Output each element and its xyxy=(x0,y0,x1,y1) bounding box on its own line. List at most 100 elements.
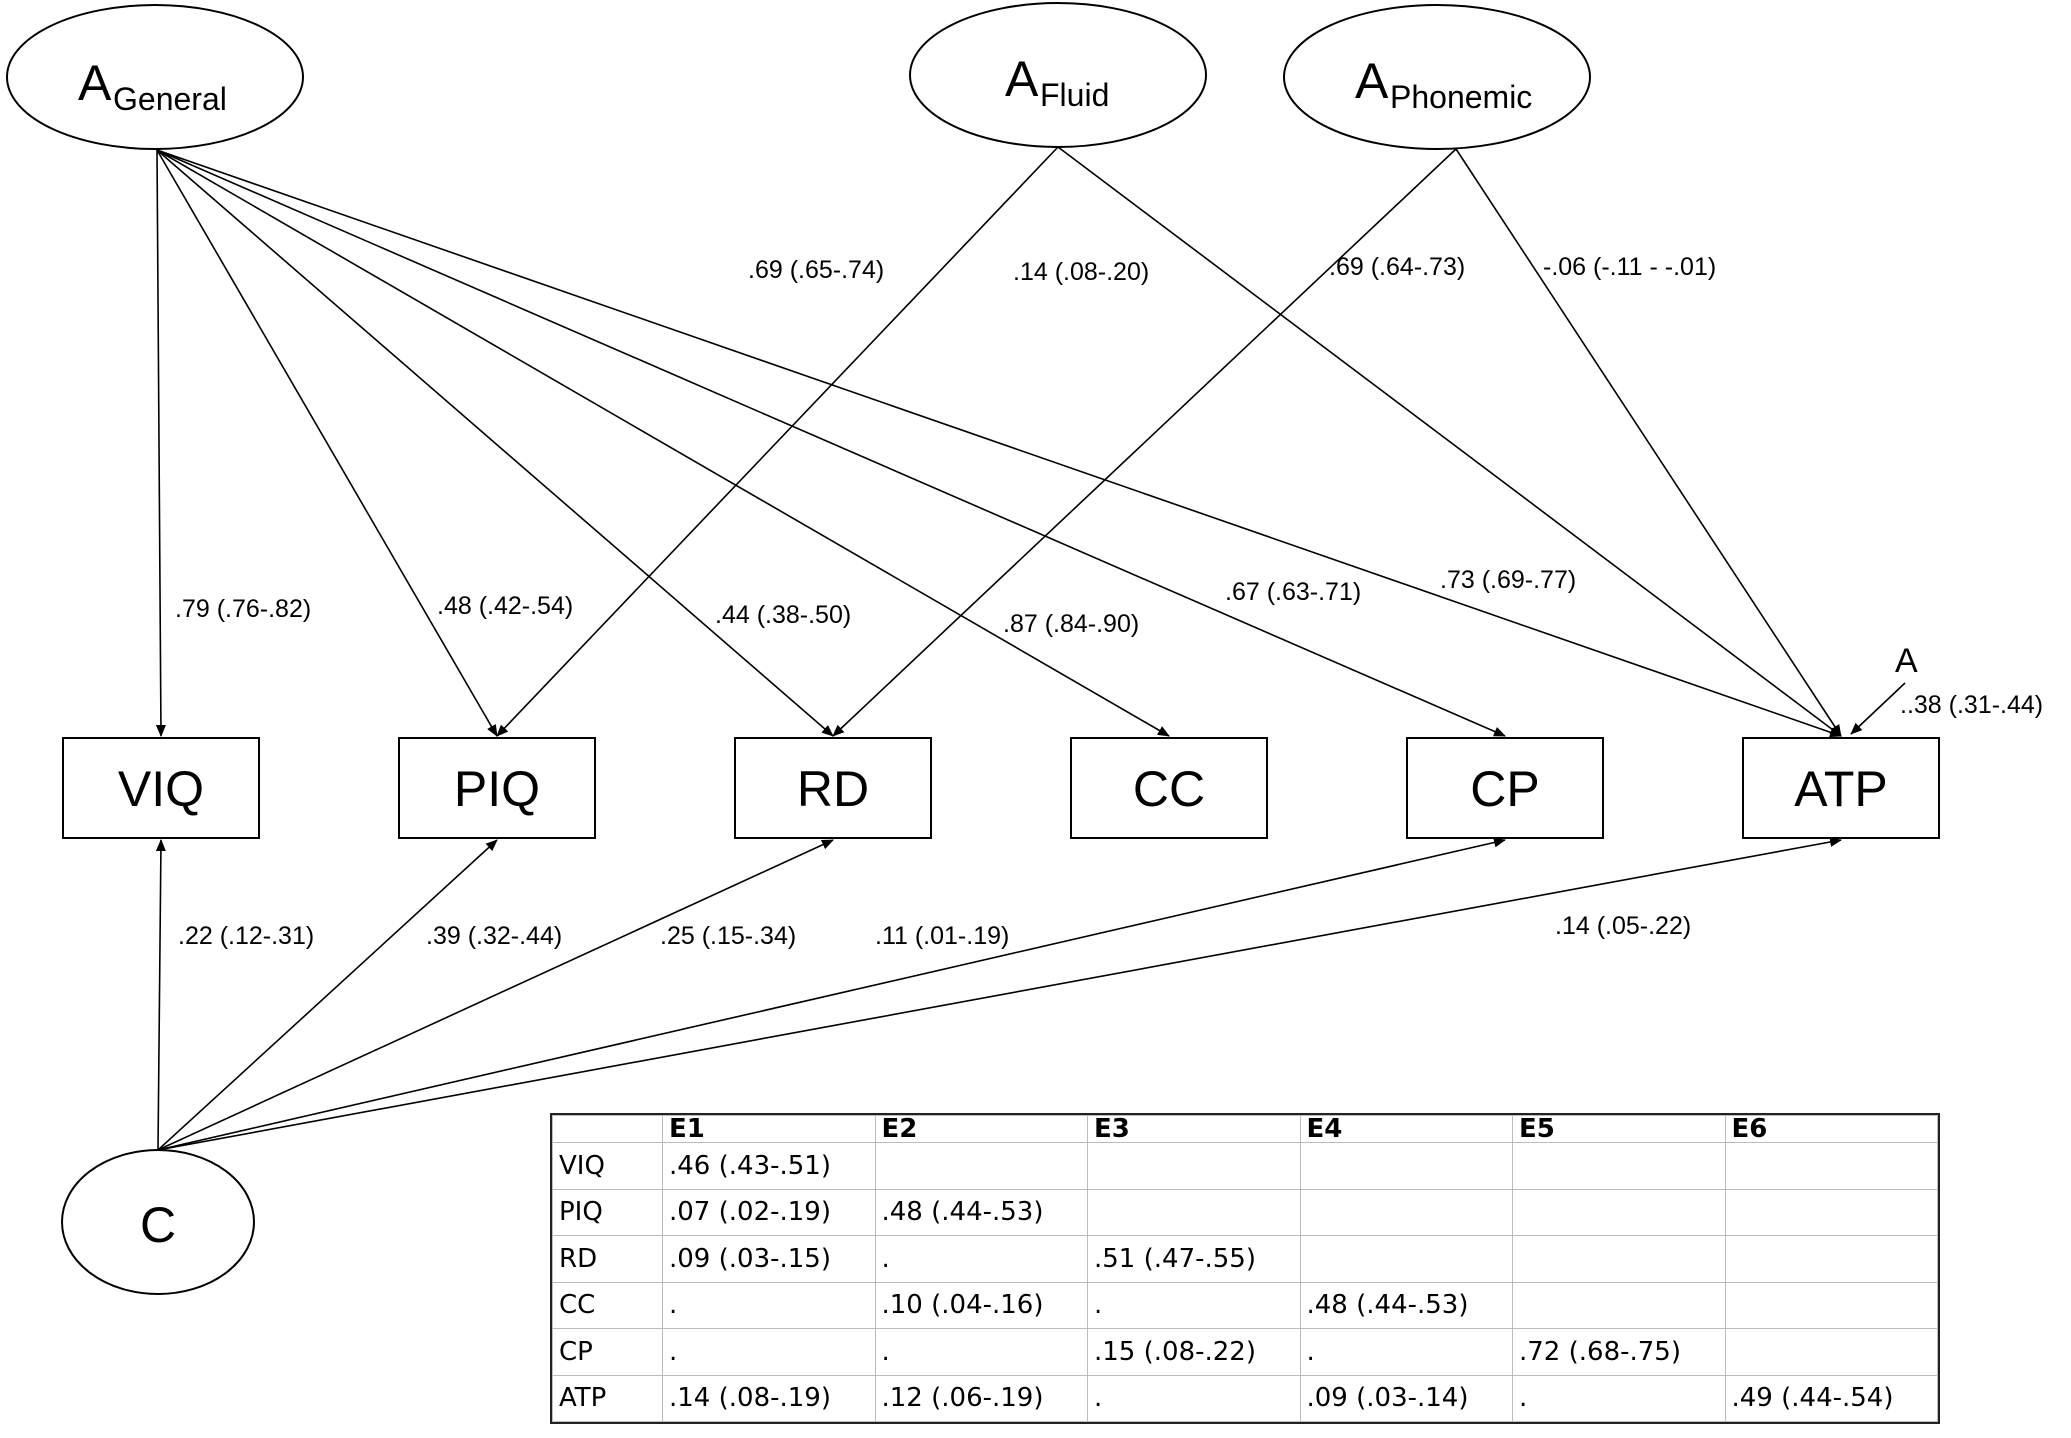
table-cell: ATP xyxy=(552,1374,663,1422)
table-cell: . xyxy=(1087,1281,1301,1329)
table-row: PIQ .07 (.02-.19) .48 (.44-.53) xyxy=(552,1188,1938,1236)
table-cell xyxy=(1087,1142,1301,1190)
label-fluid-atp: .14 (.08-.20) xyxy=(1013,258,1149,286)
table-row: VIQ .46 (.43-.51) xyxy=(552,1142,1938,1190)
arrow-general-atp xyxy=(156,149,1842,738)
arrow-fluid-piq xyxy=(496,146,1059,737)
table-cell: .48 (.44-.53) xyxy=(1299,1281,1513,1329)
table-cell: .09 (.03-.14) xyxy=(1299,1374,1513,1422)
table-row: RD .09 (.03-.15) . .51 (.47-.55) xyxy=(552,1235,1938,1283)
observed-rd: RD xyxy=(734,737,932,839)
table-cell xyxy=(874,1142,1088,1190)
latent-fluid-main: A xyxy=(1005,51,1039,107)
observed-viq-label: VIQ xyxy=(118,761,204,817)
table-cell: .72 (.68-.75) xyxy=(1512,1328,1726,1376)
label-c-atp: .14 (.05-.22) xyxy=(1555,912,1691,940)
observed-cp-label: CP xyxy=(1470,761,1539,817)
table-cell: .12 (.06-.19) xyxy=(874,1374,1088,1422)
table-cell: .48 (.44-.53) xyxy=(874,1188,1088,1236)
observed-atp: ATP xyxy=(1742,737,1940,839)
table-cell: . xyxy=(1512,1374,1726,1422)
latent-c: C xyxy=(61,1149,255,1295)
table-cell: CC xyxy=(552,1281,663,1329)
table-cell: . xyxy=(874,1328,1088,1376)
e-table-header-row: E1 E2 E3 E4 E5 E6 xyxy=(552,1115,1938,1143)
arrow-c-cp xyxy=(157,837,1506,1151)
latent-phonemic-main: A xyxy=(1355,53,1389,109)
arrow-general-viq xyxy=(155,149,166,737)
label-c-cp: .11 (.01-.19) xyxy=(875,922,1009,950)
latent-general: A General xyxy=(6,4,304,150)
latent-phonemic: A Phonemic xyxy=(1283,4,1591,150)
table-cell: PIQ xyxy=(552,1188,663,1236)
e-table-header-cell: E2 xyxy=(874,1115,1088,1143)
label-general-viq: .79 (.76-.82) xyxy=(175,595,311,623)
label-residual-atp: ..38 (.31-.44) xyxy=(1900,691,2043,719)
arrow-general-rd xyxy=(156,149,834,737)
label-general-cp: .67 (.63-.71) xyxy=(1225,578,1361,606)
latent-general-sub: General xyxy=(113,81,227,117)
table-row: CC . .10 (.04-.16) . .48 (.44-.53) xyxy=(552,1281,1938,1329)
table-cell xyxy=(1512,1235,1726,1283)
observed-piq: PIQ xyxy=(398,737,596,839)
table-cell: VIQ xyxy=(552,1142,663,1190)
observed-cc-label: CC xyxy=(1133,761,1205,817)
table-cell xyxy=(1299,1235,1513,1283)
label-c-rd: .25 (.15-.34) xyxy=(660,922,796,950)
table-cell xyxy=(1724,1142,1938,1190)
table-row: ATP .14 (.08-.19) .12 (.06-.19) . .09 (.… xyxy=(552,1374,1938,1422)
label-phonemic-rd: .69 (.64-.73) xyxy=(1329,253,1465,281)
table-cell: .10 (.04-.16) xyxy=(874,1281,1088,1329)
table-cell: . xyxy=(662,1281,876,1329)
observed-atp-label: ATP xyxy=(1794,761,1888,817)
observed-cp: CP xyxy=(1406,737,1604,839)
table-cell: .09 (.03-.15) xyxy=(662,1235,876,1283)
table-cell: .14 (.08-.19) xyxy=(662,1374,876,1422)
arrow-general-piq xyxy=(156,149,498,737)
table-row: CP . . .15 (.08-.22) . .72 (.68-.75) xyxy=(552,1328,1938,1376)
arrow-c-atp xyxy=(157,837,1842,1151)
latent-fluid: A Fluid xyxy=(909,2,1207,148)
e-table-header-cell xyxy=(552,1115,663,1143)
latent-fluid-sub: Fluid xyxy=(1040,77,1109,113)
observed-viq: VIQ xyxy=(62,737,260,839)
table-cell xyxy=(1724,1281,1938,1329)
table-cell xyxy=(1299,1188,1513,1236)
table-cell: . xyxy=(874,1235,1088,1283)
c-paths xyxy=(155,837,1842,1151)
e-table-header-cell: E5 xyxy=(1512,1115,1726,1143)
observed-cc: CC xyxy=(1070,737,1268,839)
label-c-viq: .22 (.12-.31) xyxy=(178,922,314,950)
residual-label: A xyxy=(1895,642,1918,680)
observed-rd-label: RD xyxy=(797,761,869,817)
path-labels: .79 (.76-.82) .48 (.42-.54) .44 (.38-.50… xyxy=(175,253,2043,950)
observed-piq-label: PIQ xyxy=(454,761,540,817)
arrow-c-viq xyxy=(155,839,166,1151)
phonemic-paths xyxy=(832,148,1842,737)
e-table-header-cell: E4 xyxy=(1299,1115,1513,1143)
table-cell xyxy=(1512,1188,1726,1236)
arrow-residual-atp xyxy=(1850,682,1906,735)
table-cell: .49 (.44-.54) xyxy=(1724,1374,1938,1422)
arrow-fluid-atp xyxy=(1057,146,1842,737)
table-cell: .15 (.08-.22) xyxy=(1087,1328,1301,1376)
table-cell: . xyxy=(1299,1328,1513,1376)
arrow-general-cc xyxy=(156,149,1170,737)
latent-phonemic-sub: Phonemic xyxy=(1390,79,1532,115)
arrow-c-piq xyxy=(157,839,498,1151)
table-cell: RD xyxy=(552,1235,663,1283)
general-paths xyxy=(155,149,1842,738)
table-cell xyxy=(1724,1188,1938,1236)
table-cell xyxy=(1512,1142,1726,1190)
label-fluid-piq: .69 (.65-.74) xyxy=(748,256,884,284)
latent-general-main: A xyxy=(78,55,112,111)
label-c-piq: .39 (.32-.44) xyxy=(426,922,562,950)
e-table-header-cell: E1 xyxy=(662,1115,876,1143)
table-cell: .46 (.43-.51) xyxy=(662,1142,876,1190)
label-general-cc: .87 (.84-.90) xyxy=(1003,610,1139,638)
table-cell xyxy=(1512,1281,1726,1329)
table-cell xyxy=(1724,1328,1938,1376)
table-cell: . xyxy=(1087,1374,1301,1422)
label-general-rd: .44 (.38-.50) xyxy=(715,601,851,629)
label-general-atp: .73 (.69-.77) xyxy=(1440,566,1576,594)
